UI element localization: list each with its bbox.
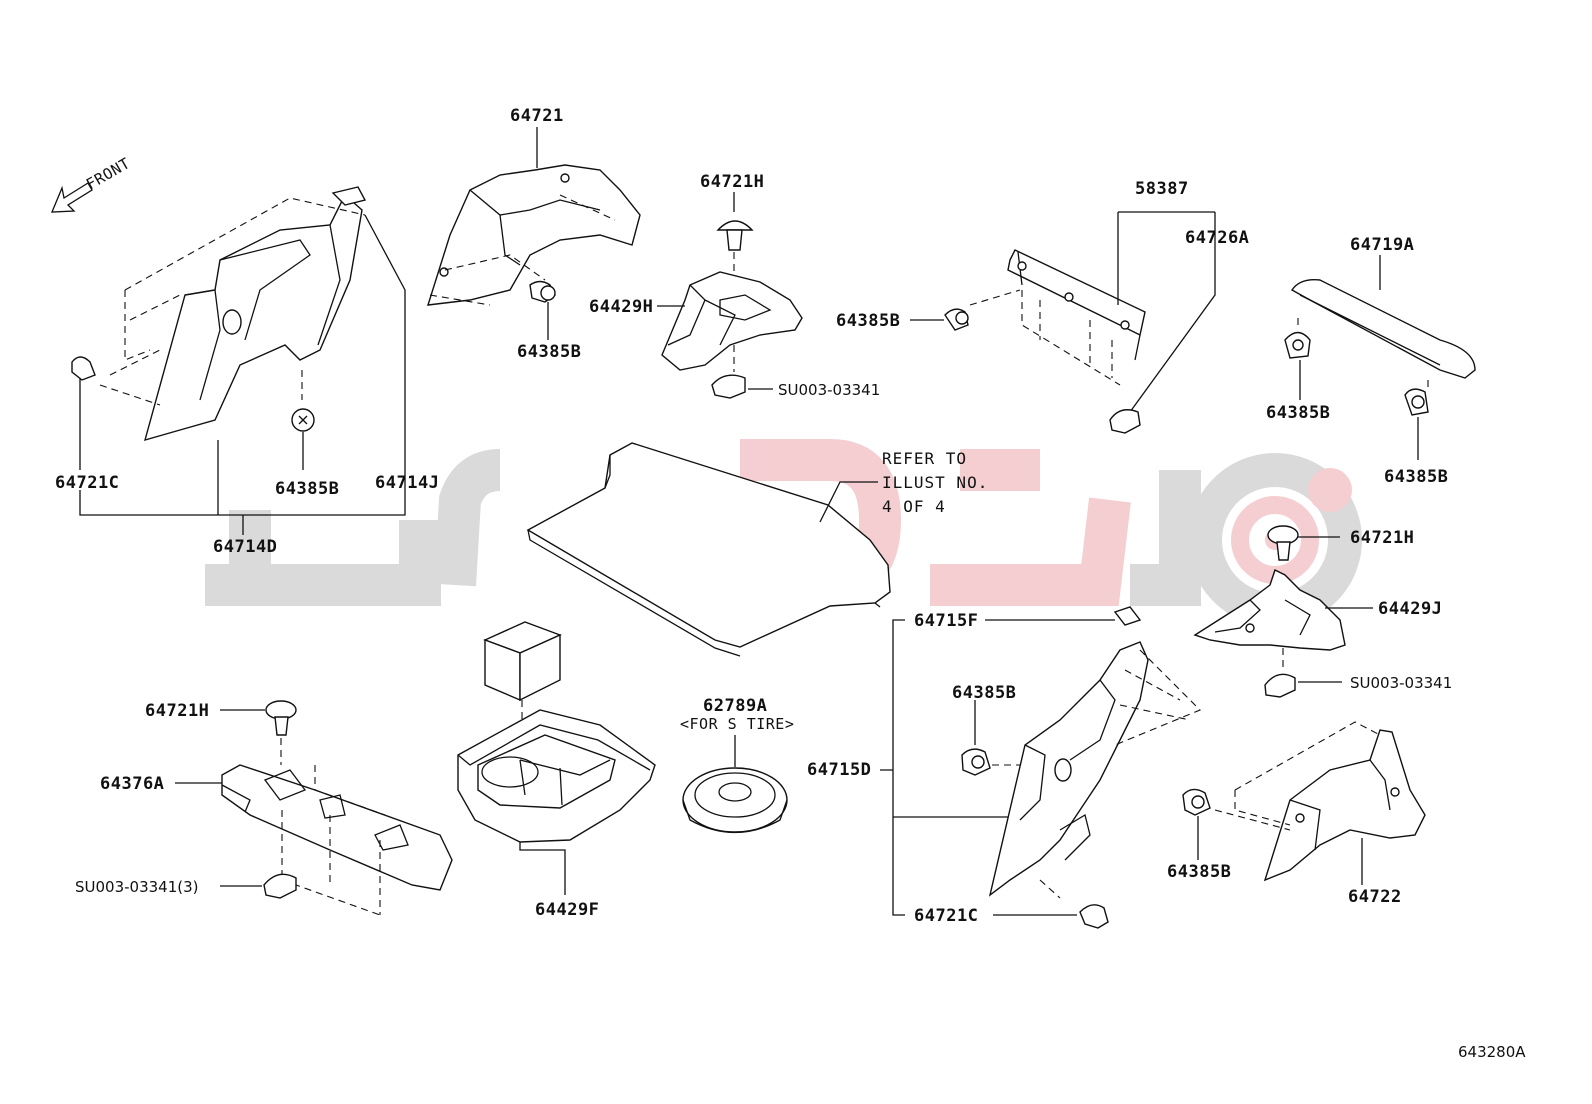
callout-64385b-64722: 64385B: [1167, 862, 1231, 882]
callout-su003-top: SU003-03341: [778, 381, 880, 399]
callout-64385b-64719a-left: 64385B: [1266, 403, 1330, 423]
wheelhouse-liner-64721: [427, 164, 641, 306]
callout-su003-right: SU003-03341: [1350, 674, 1452, 692]
callout-64715f: 64715F: [914, 611, 978, 631]
callout-62789a: 62789A: [703, 696, 767, 716]
wheelhouse-liner-64722: [1214, 721, 1426, 882]
clip-su003-left: [220, 873, 297, 899]
callout-64429j: 64429J: [1378, 599, 1442, 619]
spare-tire-tray-64429f: [457, 709, 656, 843]
leader-64714d: [79, 214, 406, 535]
callout-64714d: 64714D: [213, 537, 277, 557]
front-arrow-icon: [51, 182, 93, 213]
spacer-62789a: [682, 767, 788, 834]
callout-64721h-top: 64721H: [700, 172, 764, 192]
clip-64385b-64719a-left: [1284, 318, 1311, 400]
screw-64385b-liner: [529, 280, 556, 340]
callout-64385b-liner: 64385B: [517, 342, 581, 362]
refer-note-line2: ILLUST NO.: [882, 473, 988, 492]
callout-64385b-58387: 64385B: [836, 311, 900, 331]
leader-64715d: [880, 619, 1010, 916]
callout-64721c-left: 64721C: [55, 473, 119, 493]
leader-refer: [819, 481, 878, 523]
clip-64721h-left: [220, 700, 297, 765]
callout-64385b-64719a-right: 64385B: [1384, 467, 1448, 487]
callout-64715d: 64715D: [807, 760, 871, 780]
clip-su003-top: [711, 374, 773, 399]
clip-64721c-left: [71, 356, 96, 470]
callout-64721: 64721: [510, 106, 564, 126]
callout-64721c-bottom: 64721C: [914, 906, 978, 926]
note-for-s-tire: <FOR S TIRE>: [680, 715, 794, 733]
callout-64429h: 64429H: [589, 297, 653, 317]
quarter-trim-panel-left: [99, 186, 367, 442]
leader-58387: [1117, 211, 1216, 413]
callout-64385b-right-trim: 64385B: [952, 683, 1016, 703]
bracket-64429j: [1193, 569, 1346, 670]
bracket-64376a: [221, 764, 453, 916]
clip-64726a: [1109, 409, 1141, 434]
front-label: FRONT: [83, 154, 133, 193]
screw-64385b-64722: [1182, 788, 1211, 860]
callout-64721h-left: 64721H: [145, 701, 209, 721]
clip-64385b-64719a-right: [1404, 380, 1429, 460]
clip-64721c-bottom: [993, 904, 1109, 929]
callout-64721h-right: 64721H: [1350, 528, 1414, 548]
callout-64429f: 64429F: [535, 900, 599, 920]
screw-64385b-58387: [910, 308, 969, 331]
trunk-floor-mat: [526, 442, 891, 657]
callout-64714j: 64714J: [375, 473, 439, 493]
callout-64719a: 64719A: [1350, 235, 1414, 255]
screw-64385b-right-trim: [961, 700, 1020, 776]
clip-su003-right: [1264, 673, 1342, 698]
callout-64385b-panel: 64385B: [275, 479, 339, 499]
cube-accessory: [483, 621, 562, 760]
refer-note-line3: 4 OF 4: [882, 497, 946, 516]
bracket-64429h: [661, 271, 803, 372]
screw-64385b-panel: [291, 408, 315, 470]
callout-64726a: 64726A: [1185, 228, 1249, 248]
callout-64376a: 64376A: [100, 774, 164, 794]
callout-su003-left: SU003-03341(3): [75, 878, 199, 896]
refer-note-line1: REFER TO: [882, 449, 967, 468]
callout-58387: 58387: [1135, 179, 1189, 199]
trunk-panel-58387: [969, 249, 1146, 386]
clip-64721h-right: [1267, 525, 1340, 561]
quarter-trim-panel-right: [988, 606, 1201, 899]
leader-64429f: [519, 842, 566, 895]
drawing-code: 643280A: [1458, 1043, 1526, 1061]
trim-64719a: [1290, 279, 1476, 379]
callout-64722: 64722: [1348, 887, 1402, 907]
clip-64721h-top: [716, 220, 754, 290]
